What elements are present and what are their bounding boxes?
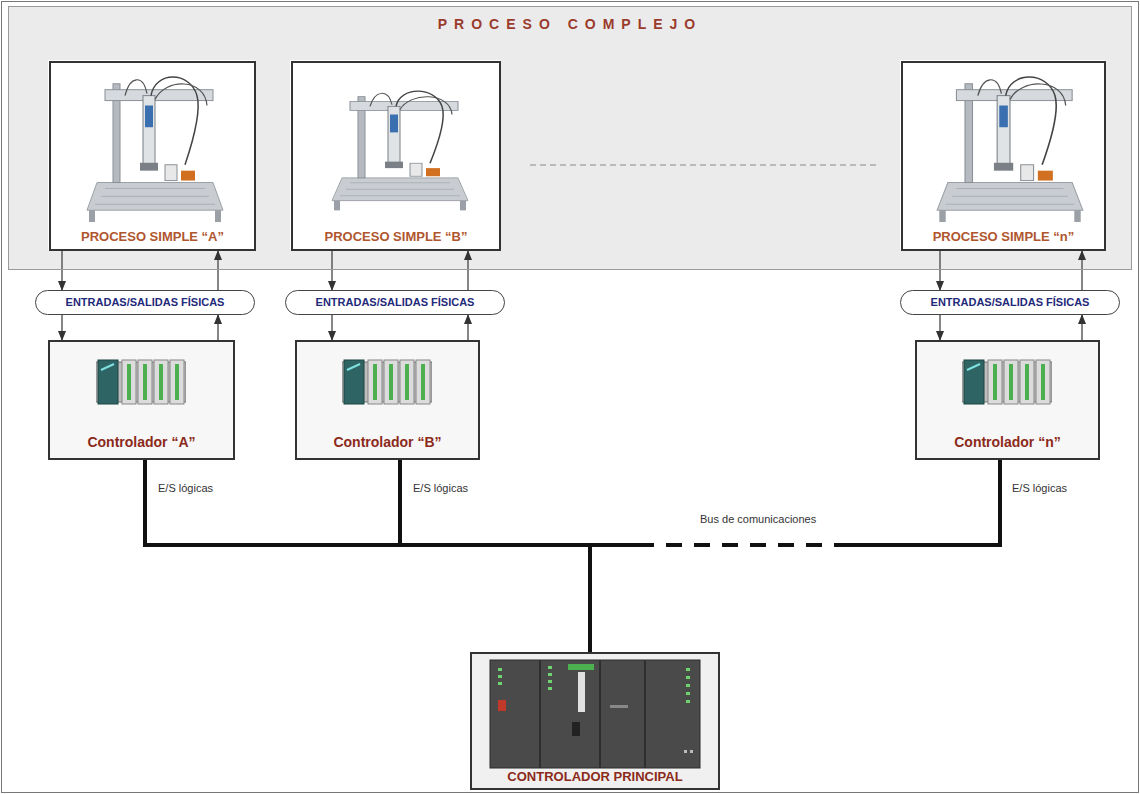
signal-arrow bbox=[1082, 315, 1083, 340]
node-text: ENTRADAS/SALIDAS FÍSICAS bbox=[931, 296, 1090, 309]
connector-segment bbox=[331, 251, 332, 290]
band-fill bbox=[8, 6, 1132, 270]
connector-segment bbox=[640, 543, 850, 547]
connector-segment bbox=[217, 315, 218, 340]
signal-arrow bbox=[62, 315, 63, 340]
node-text: PROCESO SIMPLE “A” bbox=[81, 230, 224, 245]
process-box: PROCESO SIMPLE “B” bbox=[291, 61, 501, 251]
connector-segment bbox=[588, 543, 592, 652]
box-fill bbox=[48, 340, 235, 460]
io-pill: ENTRADAS/SALIDAS FÍSICAS bbox=[285, 290, 505, 315]
continuation-dashes bbox=[530, 165, 880, 166]
bus-label: Bus de comunicaciones bbox=[700, 513, 816, 525]
connector-segment bbox=[850, 543, 1002, 547]
signal-label: E/S lógicas bbox=[1012, 482, 1067, 494]
bus-connector bbox=[588, 460, 1002, 652]
connector-segment bbox=[588, 543, 640, 547]
box-fill bbox=[915, 340, 1100, 460]
signal-arrow bbox=[62, 251, 63, 290]
plc-icon bbox=[342, 360, 432, 404]
node-text: PROCESO SIMPLE “B” bbox=[324, 230, 467, 245]
box-fill bbox=[900, 60, 1105, 250]
connector-segment bbox=[588, 543, 592, 652]
complex-process-band: PROCESO COMPLEJO PROCESO SIMPLE “A” PROCES… bbox=[8, 6, 1132, 270]
box-fill bbox=[290, 60, 500, 250]
connector-segment bbox=[1081, 251, 1082, 290]
connector-segment bbox=[61, 251, 62, 290]
connector-segment bbox=[143, 543, 592, 547]
controller-box: Controlador “n” bbox=[915, 340, 1100, 460]
pill-fill bbox=[35, 290, 255, 315]
node-text: PROCESO COMPLEJO bbox=[438, 16, 702, 32]
signal-arrow bbox=[1082, 251, 1083, 290]
bus-connector bbox=[398, 460, 592, 652]
connector-segment bbox=[939, 251, 940, 290]
node-text: CONTROLADOR PRINCIPAL bbox=[507, 770, 682, 785]
signal-arrow bbox=[218, 251, 219, 290]
io-pill: ENTRADAS/SALIDAS FÍSICAS bbox=[35, 290, 255, 315]
process-box: PROCESO SIMPLE “n” bbox=[901, 61, 1106, 251]
connector-segment bbox=[61, 315, 62, 340]
signal-arrow bbox=[940, 315, 941, 340]
signal-arrow bbox=[332, 251, 333, 290]
node-text: Controlador “A” bbox=[87, 434, 195, 450]
connector-segment bbox=[998, 460, 1002, 545]
io-pill: ENTRADAS/SALIDAS FÍSICAS bbox=[900, 290, 1120, 315]
connector-segment bbox=[588, 543, 592, 652]
connector-segment bbox=[398, 543, 592, 547]
connector-segment bbox=[217, 251, 218, 290]
controller-box: Controlador “A” bbox=[48, 340, 235, 460]
connector-segment bbox=[467, 315, 468, 340]
machine-picture bbox=[935, 66, 1085, 224]
machine-picture bbox=[85, 66, 225, 224]
connector-segment bbox=[143, 460, 147, 545]
node-text: PROCESO SIMPLE “n” bbox=[933, 230, 1075, 245]
pill-fill bbox=[900, 290, 1120, 315]
main-controller-box: CONTROLADOR PRINCIPAL bbox=[470, 652, 720, 790]
signal-arrow bbox=[468, 251, 469, 290]
node-text: ENTRADAS/SALIDAS FÍSICAS bbox=[66, 296, 225, 309]
bus-connector bbox=[143, 460, 592, 652]
box-fill bbox=[48, 60, 255, 250]
main-plc-picture bbox=[490, 660, 700, 768]
box-fill bbox=[295, 340, 480, 460]
connector-segment bbox=[467, 251, 468, 290]
signal-arrow bbox=[332, 315, 333, 340]
machine-picture bbox=[330, 82, 470, 212]
process-box: PROCESO SIMPLE “A” bbox=[49, 61, 256, 251]
node-text: Controlador “B” bbox=[333, 434, 441, 450]
pill-fill bbox=[285, 290, 505, 315]
signal-label: E/S lógicas bbox=[413, 482, 468, 494]
signal-arrow bbox=[218, 315, 219, 340]
node-text: Controlador “n” bbox=[954, 434, 1061, 450]
connector-segment bbox=[398, 460, 402, 545]
node-text: ENTRADAS/SALIDAS FÍSICAS bbox=[316, 296, 475, 309]
controller-box: Controlador “B” bbox=[295, 340, 480, 460]
signal-arrow bbox=[468, 315, 469, 340]
signal-arrow bbox=[940, 251, 941, 290]
plc-icon bbox=[96, 360, 186, 404]
connector-segment bbox=[1081, 315, 1082, 340]
signal-label: E/S lógicas bbox=[158, 482, 213, 494]
box-fill bbox=[470, 652, 720, 790]
plc-icon bbox=[962, 360, 1052, 404]
connector-segment bbox=[939, 315, 940, 340]
connector-segment bbox=[331, 315, 332, 340]
